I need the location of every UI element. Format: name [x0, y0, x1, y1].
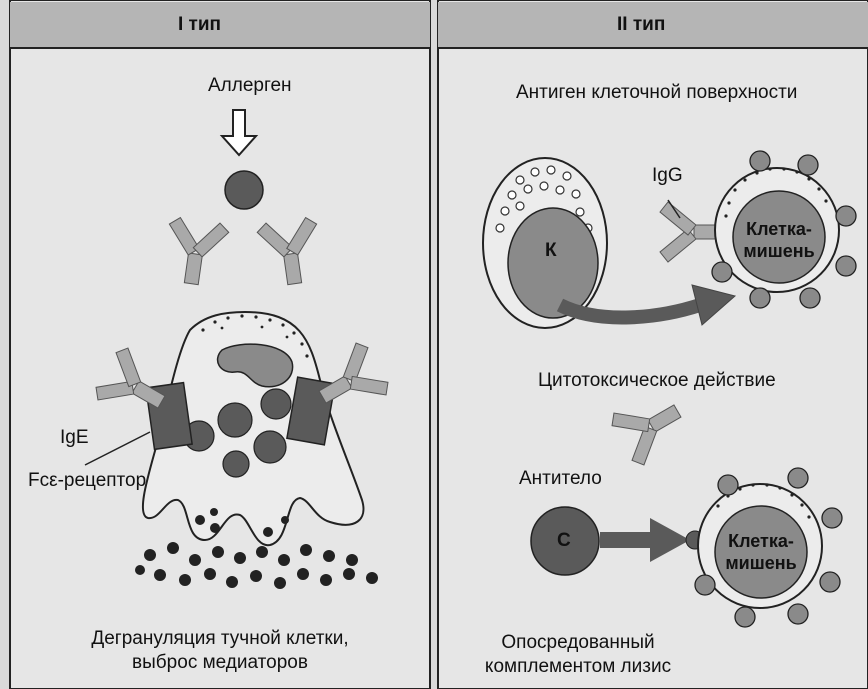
label-target2-line2: мишень	[709, 552, 813, 574]
caption-type1-line2: выброс медиаторов	[60, 652, 380, 674]
label-ige: IgE	[60, 427, 89, 449]
label-cytotoxic: Цитотоксическое действие	[538, 370, 776, 392]
label-igg: IgG	[652, 165, 683, 187]
caption-type2-line1: Опосредованный	[468, 632, 688, 654]
caption-type2-line2: комплементом лизис	[468, 656, 688, 678]
label-target1-line2: мишень	[727, 240, 831, 262]
complement-arrow-shaft	[600, 532, 655, 548]
allergen-particle	[225, 171, 263, 209]
caption-type1-line1: Дегрануляция тучной клетки,	[60, 628, 380, 650]
header-type1: I тип	[178, 14, 221, 36]
label-target2-line1: Клетка-	[709, 530, 813, 552]
label-k-cell: К	[545, 240, 557, 262]
label-allergen: Аллерген	[208, 75, 292, 97]
header-type2: II тип	[617, 14, 665, 36]
label-target1-line1: Клетка-	[727, 218, 831, 240]
label-fc-receptor: Fcε-рецептор	[28, 470, 146, 492]
label-c-cell: С	[557, 530, 571, 552]
label-antibody: Антитело	[519, 468, 602, 490]
k-cell-nucleus	[508, 208, 598, 318]
label-surface-antigen: Антиген клеточной поверхности	[516, 82, 797, 104]
